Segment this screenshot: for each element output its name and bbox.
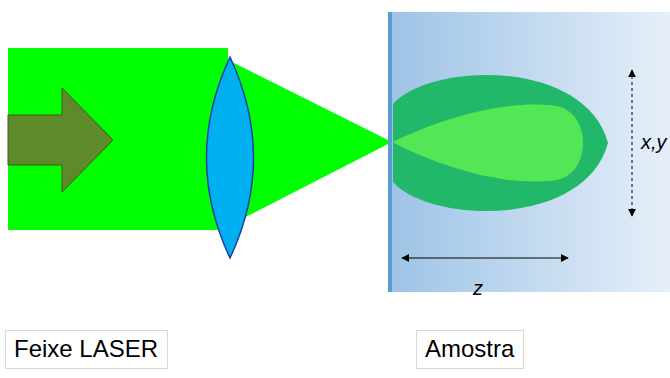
dimension-label: x,y [641,132,667,152]
caption-text: Feixe LASER [14,335,158,364]
sample-block [388,12,670,292]
beam-arrow [8,88,113,192]
interaction-volume [393,75,608,211]
z-dimension [402,258,568,259]
focal-spot [392,105,583,182]
caption-box: Feixe LASER [5,330,168,369]
caption-box: Amostra [416,330,524,369]
caption-text: Amostra [425,335,514,364]
xy-dimension [632,70,633,216]
dimension-label: z [473,278,483,298]
focused-beam [232,62,392,224]
laser-beam [8,48,228,230]
sample-surface [388,12,392,292]
lens [207,57,254,258]
